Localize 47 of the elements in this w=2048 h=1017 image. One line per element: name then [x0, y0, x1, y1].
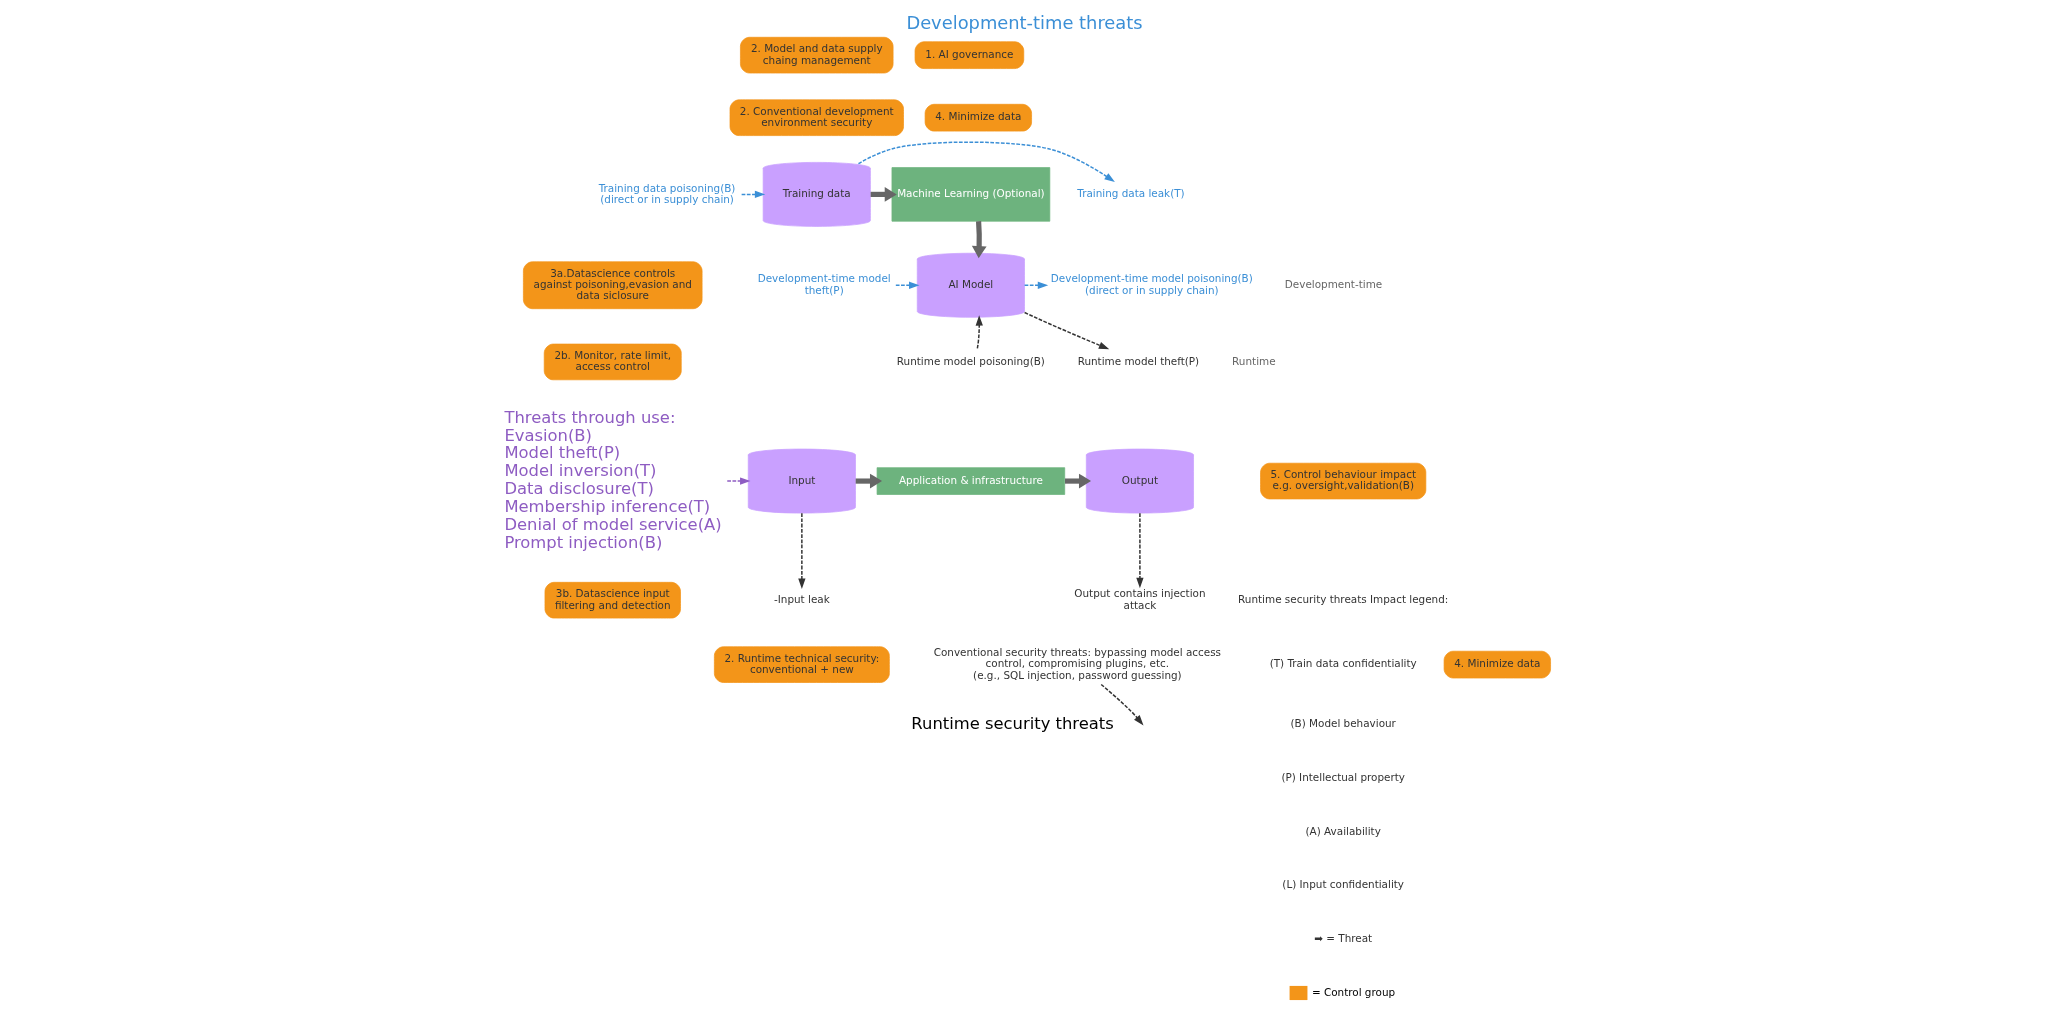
- node-box: 2. Runtime technical security: conventional + new: [713, 645, 890, 683]
- arrow: [1023, 311, 1109, 349]
- node-box: 5. Control behaviour impact e.g. oversight,validation(B): [1259, 462, 1426, 499]
- node-box: 2b. Monitor, rate limit, access control: [543, 343, 682, 380]
- label: Runtime security threats Impact legend:: [1237, 592, 1448, 605]
- node-box: 2. Conventional development environment security: [729, 98, 904, 136]
- node-text: Conventional security threats: bypassing model access control, compromising plugins, etc. (e.g., SQL injection, password guessing): [933, 645, 1221, 681]
- node-box: 3a.Datascience controls against poisoning,evasion and data siclosure: [522, 260, 702, 309]
- node-box: Application & infrastructure: [876, 466, 1065, 495]
- node-text: -Input leak: [773, 592, 830, 605]
- arrow: [894, 281, 919, 289]
- arrow: [975, 314, 983, 349]
- node-box: 4. Minimize data: [924, 103, 1032, 131]
- arrow: [855, 473, 882, 488]
- arrow: [1135, 512, 1144, 588]
- label: (T) Train data confidentiality: [1269, 656, 1417, 669]
- arrow: [1064, 473, 1091, 488]
- arrow: [726, 476, 750, 485]
- node-text: Development-time model poisoning(B) (direct or in supply chain): [1050, 271, 1253, 296]
- label: (A) Availability: [1305, 824, 1381, 837]
- node-text: Runtime model theft(P): [1077, 354, 1199, 367]
- label: (L) Input confidentiality: [1281, 877, 1404, 890]
- node-text: Development-time model theft(P): [757, 271, 891, 296]
- caption: Runtime security threats: [910, 713, 1114, 733]
- node-text: Runtime model poisoning(B): [896, 354, 1045, 367]
- arrow: [1099, 683, 1144, 725]
- node-box: 2. Model and data supply chaing management: [739, 36, 893, 73]
- node-box: 3b. Datascience input filtering and detection: [544, 581, 681, 618]
- arrow: [857, 140, 1115, 182]
- label: (P) Intellectual property: [1280, 770, 1405, 783]
- legend-label: = Control group: [1311, 985, 1395, 998]
- node-box: 4. Minimize data: [1443, 650, 1551, 678]
- label: (B) Model behaviour: [1289, 716, 1396, 729]
- arrow: [740, 190, 765, 198]
- node-box: Machine Learning (Optional): [891, 166, 1050, 222]
- diagram-title: Development-time threats: [905, 11, 1143, 33]
- label: ➡ = Threat: [1313, 931, 1372, 944]
- node-text: Training data poisoning(B) (direct or in supply chain): [598, 181, 735, 205]
- node-text: Threats through use: Evasion(B) Model theft(P) Model inversion(T) Data disclosure(T) Membership inference(T) Denial of model service(A) Prompt injection(B): [503, 407, 722, 552]
- node-text: Output contains injection attack: [1073, 586, 1206, 611]
- arrow: [797, 512, 806, 589]
- label: Development-time: [1284, 277, 1382, 290]
- node-text: Training data leak(T): [1076, 186, 1185, 199]
- label: Runtime: [1231, 354, 1276, 367]
- node-box: 1. AI governance: [914, 40, 1024, 69]
- arrow: [1023, 281, 1048, 289]
- arrow: [971, 220, 987, 258]
